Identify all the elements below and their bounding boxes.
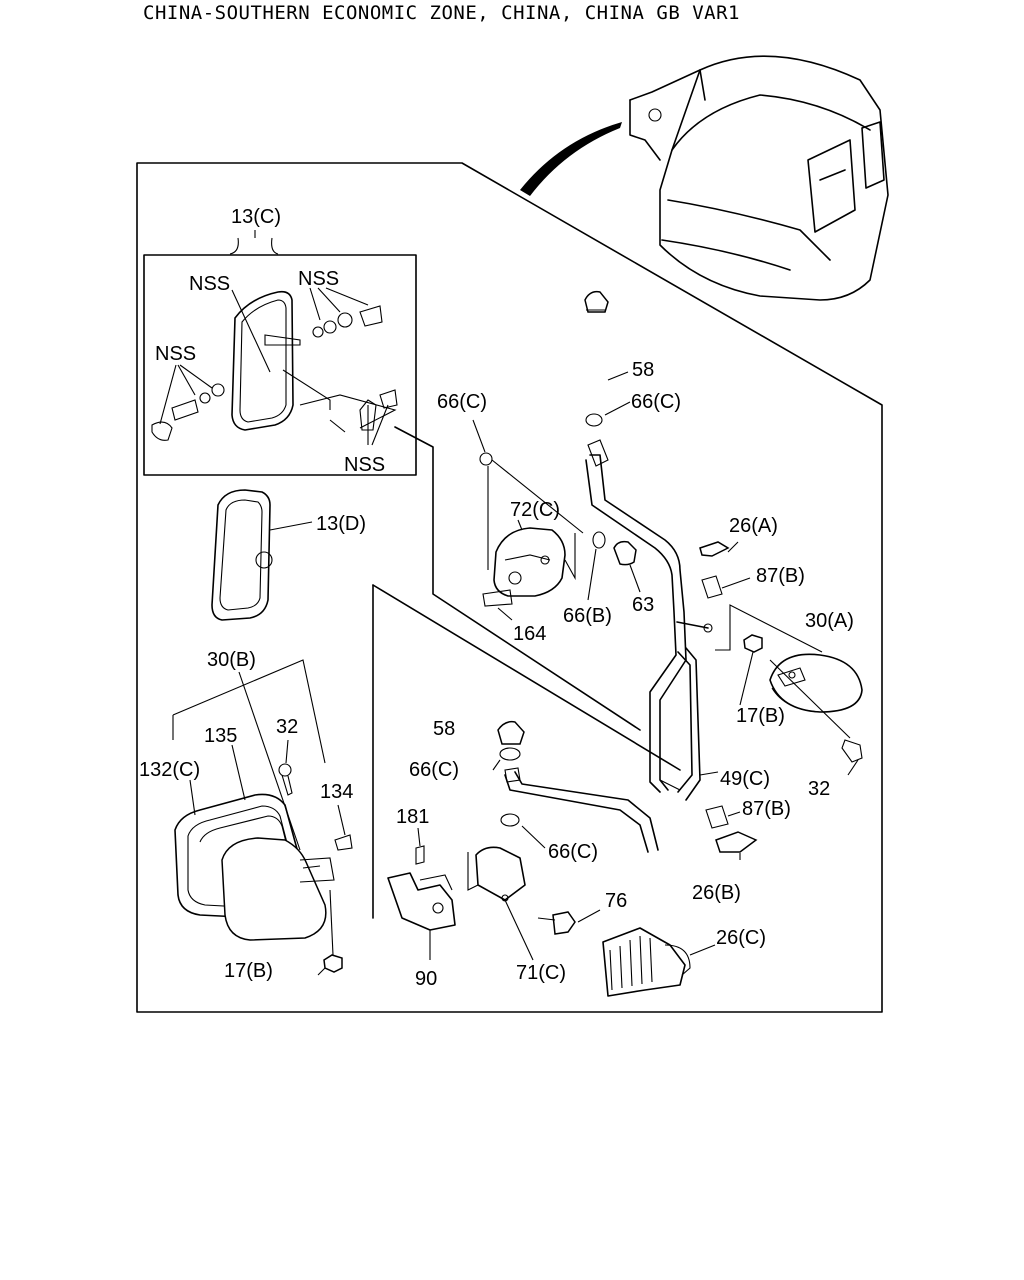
- callout-90: 90: [415, 968, 437, 990]
- callout-87b-top: 87(B): [756, 565, 805, 587]
- callout-nss-1: NSS: [189, 273, 230, 295]
- callout-26b: 26(B): [692, 882, 741, 904]
- callout-134: 134: [320, 781, 353, 803]
- truck-cab-illustration: [520, 55, 889, 301]
- boot-26c: [602, 927, 686, 997]
- callout-17b-right: 17(B): [736, 705, 785, 727]
- callout-66c-top-left: 66(C): [437, 391, 487, 413]
- callout-26c: 26(C): [716, 927, 766, 949]
- main-frame: [136, 162, 883, 1013]
- pointer-arrow: [520, 122, 622, 196]
- callout-135: 135: [204, 725, 237, 747]
- callout-63: 63: [632, 594, 654, 616]
- bracket-90: [387, 872, 456, 931]
- callout-66b: 66(B): [563, 605, 612, 627]
- inner-panel-line: [394, 426, 641, 731]
- bracket-71c: [475, 846, 526, 901]
- callout-30b: 30(B): [207, 649, 256, 671]
- callout-nss-3: NSS: [155, 343, 196, 365]
- page-title: CHINA-SOUTHERN ECONOMIC ZONE, CHINA, CHI…: [143, 2, 740, 24]
- callout-13c: 13(C): [231, 206, 281, 228]
- bracket-72c: [493, 527, 566, 597]
- detail-box-13c: [143, 254, 417, 476]
- callout-49c: 49(C): [720, 768, 770, 790]
- callout-87b-lower: 87(B): [742, 798, 791, 820]
- callout-30a: 30(A): [805, 610, 854, 632]
- callout-32-left: 32: [276, 716, 298, 738]
- callout-132c: 132(C): [139, 759, 200, 781]
- callout-72c: 72(C): [510, 499, 560, 521]
- callout-181: 181: [396, 806, 429, 828]
- callout-13d: 13(D): [316, 513, 366, 535]
- callout-66c-top-right: 66(C): [631, 391, 681, 413]
- callout-71c: 71(C): [516, 962, 566, 984]
- mirror-13c: [231, 290, 294, 431]
- callout-nss-2: NSS: [298, 268, 339, 290]
- mirror-13d: [211, 489, 271, 621]
- callout-66c-lower-left: 66(C): [409, 759, 459, 781]
- callout-nss-4: NSS: [344, 454, 385, 476]
- callout-76: 76: [605, 890, 627, 912]
- callout-26a: 26(A): [729, 515, 778, 537]
- callout-58-lower: 58: [433, 718, 455, 740]
- callout-58-top: 58: [632, 359, 654, 381]
- callout-32-right: 32: [808, 778, 830, 800]
- callout-66c-lower-right: 66(C): [548, 841, 598, 863]
- callout-17b-left: 17(B): [224, 960, 273, 982]
- callout-164: 164: [513, 623, 546, 645]
